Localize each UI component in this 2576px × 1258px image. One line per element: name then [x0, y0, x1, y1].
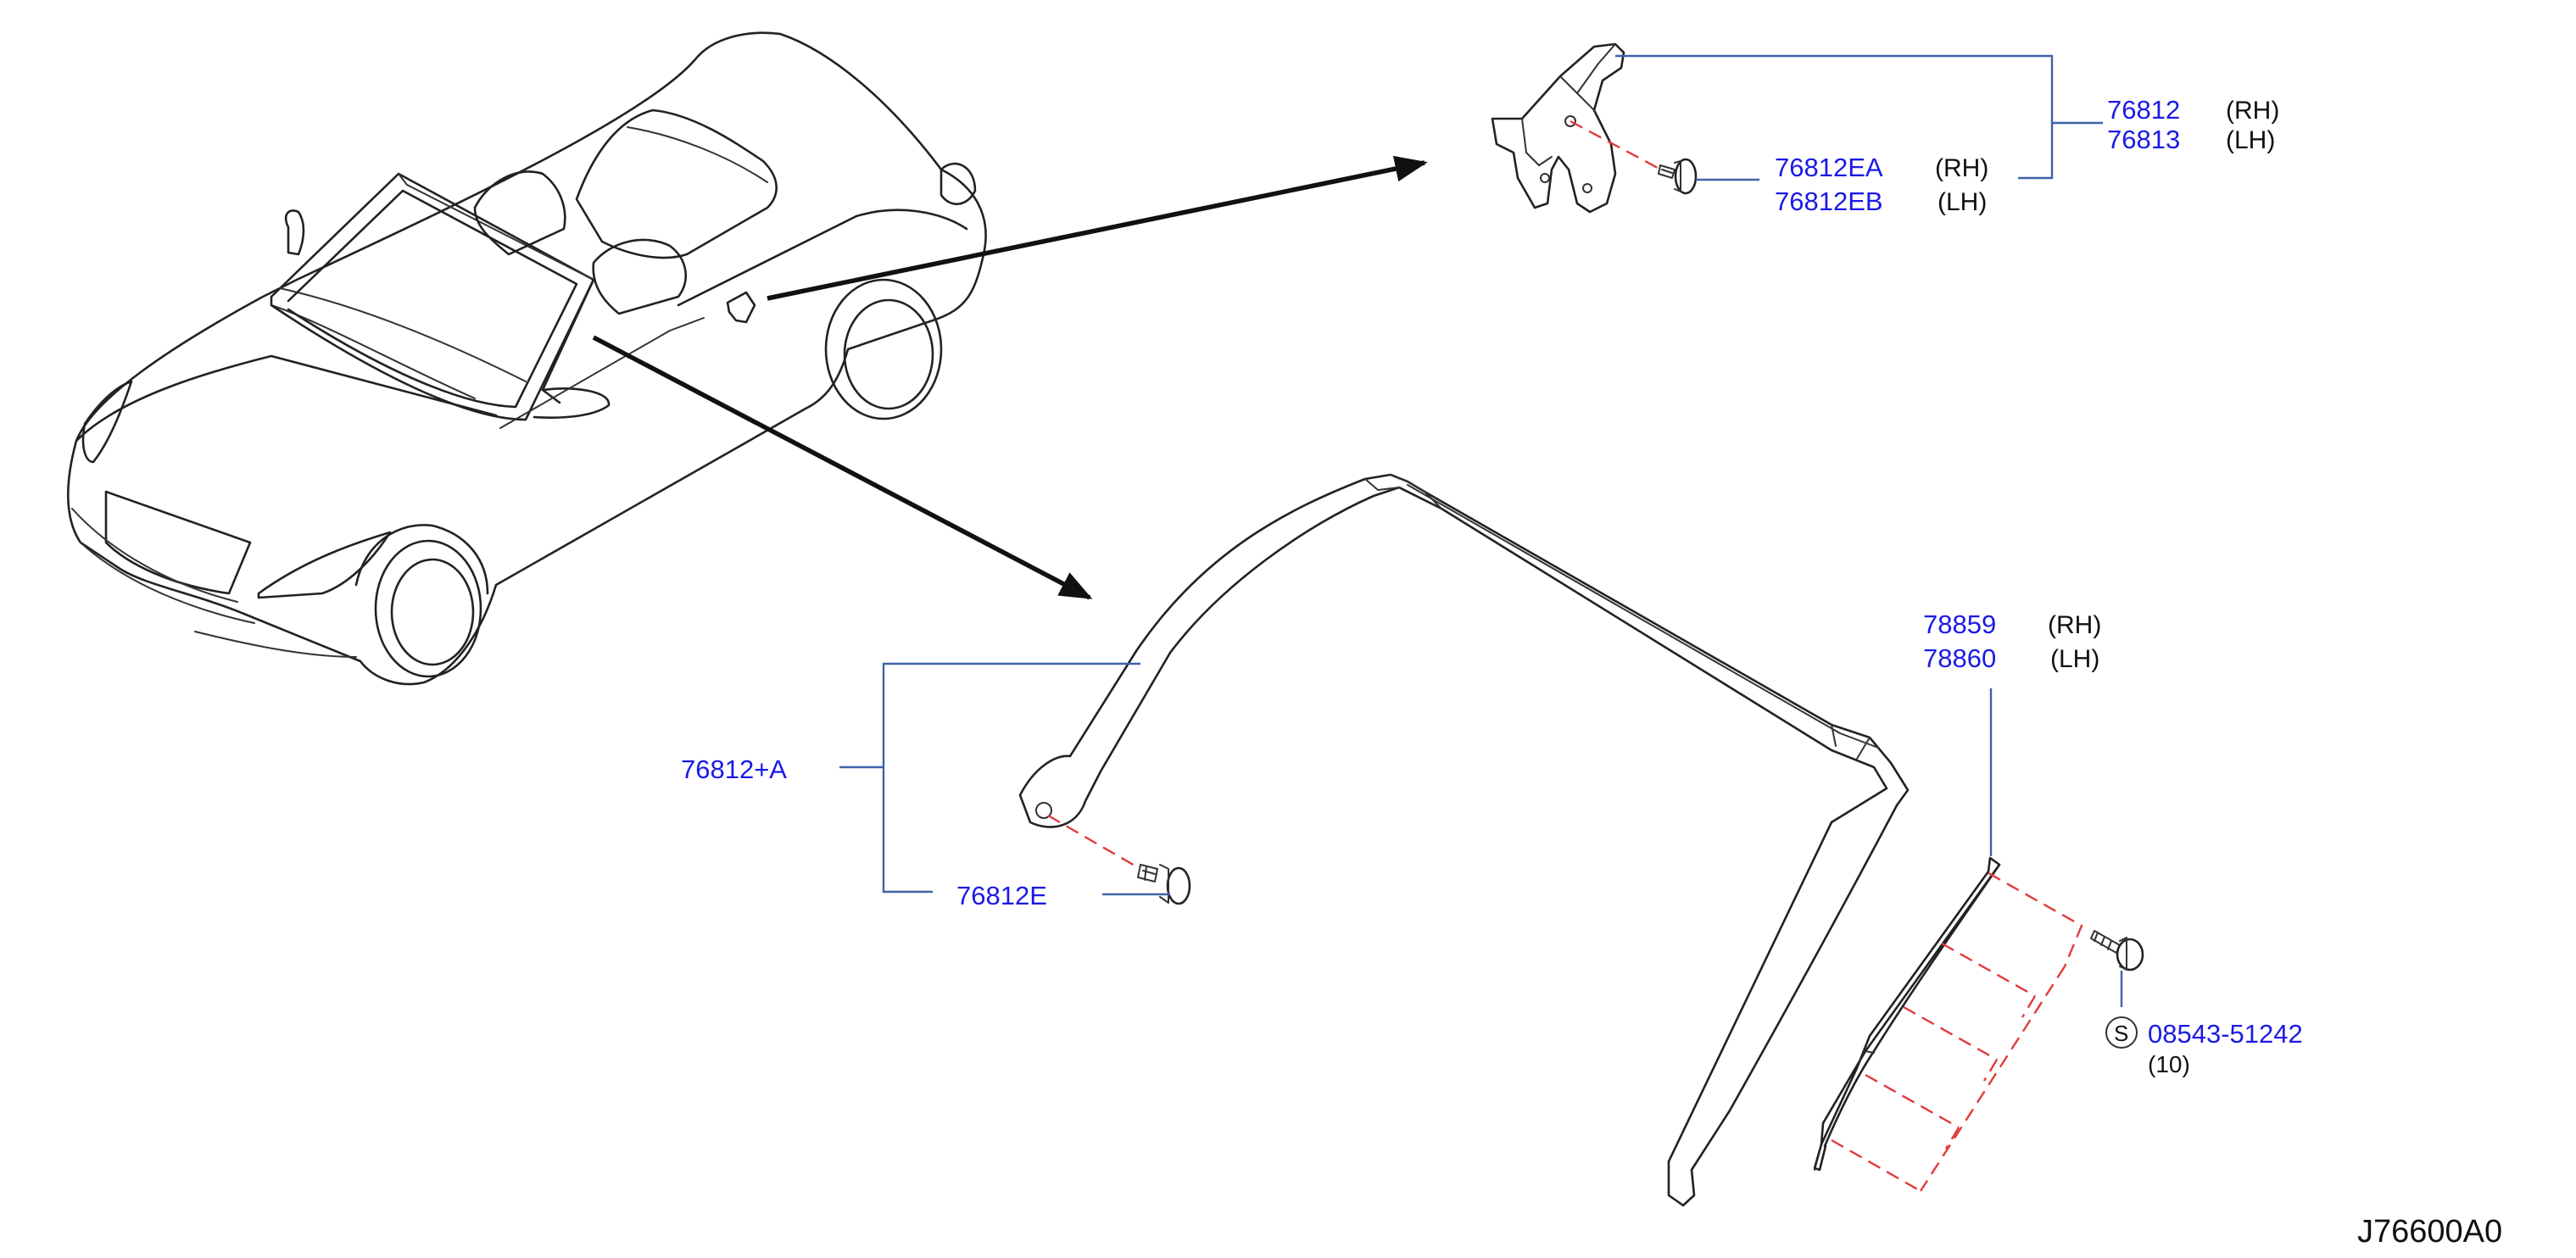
- hidden-line-bracket: [1570, 120, 1659, 170]
- leader-bracket: [1615, 54, 2054, 180]
- diagram-code: J76600A0: [2357, 1214, 2502, 1250]
- pillar-clip-part-number[interactable]: 76812E: [956, 881, 1047, 910]
- molding-rh-part-number[interactable]: 78859: [1923, 610, 1996, 639]
- bracket-lh-part-number[interactable]: 76813: [2107, 125, 2180, 154]
- bracket-icon: [1491, 42, 1625, 214]
- screw-symbol: S: [2114, 1021, 2128, 1046]
- molding-rh-side: (RH): [2048, 611, 2101, 639]
- bracket-lh-side: (LH): [2226, 126, 2275, 154]
- screw-part-number[interactable]: 08543-51242: [2148, 1019, 2303, 1049]
- screw-symbol-circle: [2105, 1016, 2138, 1049]
- bracket-rh-part-number[interactable]: 76812: [2107, 95, 2180, 125]
- car-convertible-illustration: [67, 31, 987, 686]
- molding-strip-icon: [1813, 856, 2001, 1172]
- hidden-lines-molding: [1831, 871, 2083, 1193]
- pillar-assy-part-number[interactable]: 76812+A: [681, 754, 787, 784]
- clip-icon: [1137, 864, 1191, 905]
- molding-lh-part-number[interactable]: 78860: [1923, 643, 1996, 673]
- clip-lh-part-number[interactable]: 76812EB: [1775, 186, 1883, 216]
- screw-icon: [2090, 930, 2144, 971]
- bracket-rh-side: (RH): [2226, 97, 2279, 125]
- screw-quantity: (10): [2148, 1051, 2190, 1077]
- clip-rh-side: (RH): [1935, 154, 1988, 182]
- pillar-garnish-icon: [1018, 473, 1910, 1207]
- leader-pillar-assy: [882, 662, 1140, 893]
- clip-icon: [1658, 158, 1698, 195]
- pointer-arrow-bracket: [767, 155, 1428, 301]
- clip-rh-part-number[interactable]: 76812EA: [1775, 153, 1883, 182]
- hidden-line-pillar: [1047, 814, 1141, 871]
- molding-lh-side: (LH): [2050, 645, 2099, 673]
- pointer-arrow-pillar: [592, 335, 1093, 600]
- clip-lh-side: (LH): [1938, 188, 1987, 216]
